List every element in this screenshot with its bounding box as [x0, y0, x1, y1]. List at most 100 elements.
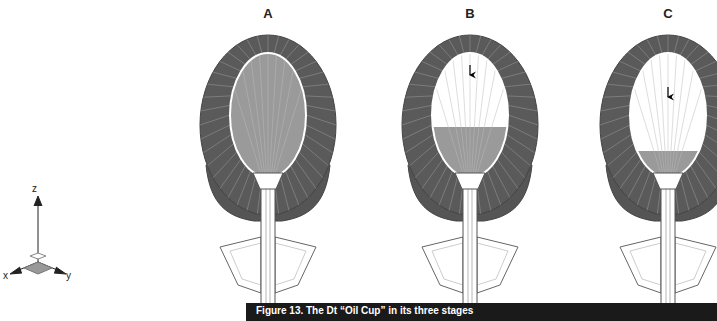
wing — [220, 237, 261, 293]
stem — [661, 187, 675, 314]
inner-line — [445, 69, 466, 177]
outer-ring — [402, 35, 538, 215]
radial-line — [637, 45, 651, 60]
stem — [261, 187, 275, 314]
radial-line — [200, 115, 230, 125]
cavity-rim — [630, 53, 706, 177]
radial-line — [620, 159, 641, 189]
radial-line — [228, 52, 246, 65]
radial-line — [628, 52, 646, 65]
radial-line — [295, 61, 316, 71]
inner-line — [671, 60, 685, 177]
axis-label: x — [3, 270, 8, 281]
radial-line — [405, 96, 434, 97]
figure-part — [270, 189, 271, 311]
radial-line — [257, 36, 262, 54]
radial-line — [690, 165, 708, 198]
radial-line — [290, 165, 308, 198]
oil-fill — [228, 53, 308, 183]
radial-line — [299, 72, 323, 78]
inner-cavity — [432, 53, 508, 177]
axis-triad — [10, 196, 66, 274]
panel-letter: C — [663, 6, 672, 21]
radial-line — [504, 84, 531, 87]
radial-line — [247, 39, 256, 56]
figure-part — [230, 243, 261, 285]
inner-line — [668, 53, 669, 177]
radial-line — [601, 105, 631, 111]
radial-line — [402, 115, 432, 125]
wing — [275, 237, 316, 293]
flow-arrow — [667, 87, 668, 97]
radial-line — [685, 45, 699, 60]
radial-line — [220, 159, 241, 189]
radial-line — [706, 105, 717, 111]
radial-line — [285, 45, 299, 60]
axis-label: y — [66, 270, 71, 281]
radial-line — [237, 170, 251, 205]
radial-line — [213, 72, 237, 78]
figure-part — [266, 189, 267, 311]
inner-line — [271, 60, 285, 177]
figure-part — [670, 189, 671, 311]
radial-line — [702, 143, 717, 166]
radial-line — [685, 170, 699, 205]
oil-cup-figure — [402, 35, 538, 314]
radial-line — [508, 105, 538, 111]
radial-line — [603, 96, 632, 97]
radial-line — [680, 174, 689, 211]
radial-line — [680, 39, 689, 56]
radial-line — [695, 61, 716, 71]
radial-line — [306, 125, 336, 139]
radial-line — [657, 36, 662, 54]
funnel — [455, 173, 485, 189]
radial-line — [280, 39, 289, 56]
radial-line — [201, 105, 231, 111]
radial-line — [674, 36, 679, 54]
outer-ring — [200, 35, 336, 215]
radial-line — [422, 159, 443, 189]
radial-line — [304, 134, 333, 153]
radial-line — [695, 159, 716, 189]
radial-line — [699, 72, 717, 78]
radial-line — [600, 115, 630, 125]
radial-line — [628, 165, 646, 198]
inner-line — [243, 69, 264, 177]
radial-line — [704, 96, 717, 97]
figure-part — [630, 243, 661, 285]
radial-line — [430, 165, 448, 198]
inner-line — [660, 55, 667, 177]
radial-line — [203, 96, 232, 97]
radial-line — [647, 174, 656, 211]
radial-line — [247, 174, 256, 211]
radial-line — [492, 52, 510, 65]
radial-line — [706, 115, 717, 125]
panel-letter: A — [263, 6, 272, 21]
cavity-rim — [432, 53, 508, 177]
radial-line — [237, 45, 251, 60]
radial-line — [439, 45, 453, 60]
radial-line — [274, 36, 279, 54]
radial-line — [449, 39, 458, 56]
wing — [675, 237, 716, 293]
radial-line — [405, 134, 434, 153]
figure-part — [472, 189, 473, 311]
wing — [422, 237, 463, 293]
funnel — [653, 173, 683, 189]
radial-line — [613, 151, 637, 177]
inner-line — [674, 87, 702, 177]
inner-line — [273, 69, 294, 177]
radial-line — [706, 125, 717, 139]
inner-cavity — [630, 53, 706, 177]
radial-line — [647, 39, 656, 56]
radial-line — [459, 36, 464, 54]
radial-line — [613, 72, 637, 78]
radial-line — [470, 35, 471, 53]
radial-line — [482, 174, 491, 211]
radial-line — [508, 115, 538, 125]
inner-line — [475, 69, 496, 177]
radial-line — [220, 61, 241, 71]
radial-line — [302, 84, 329, 87]
